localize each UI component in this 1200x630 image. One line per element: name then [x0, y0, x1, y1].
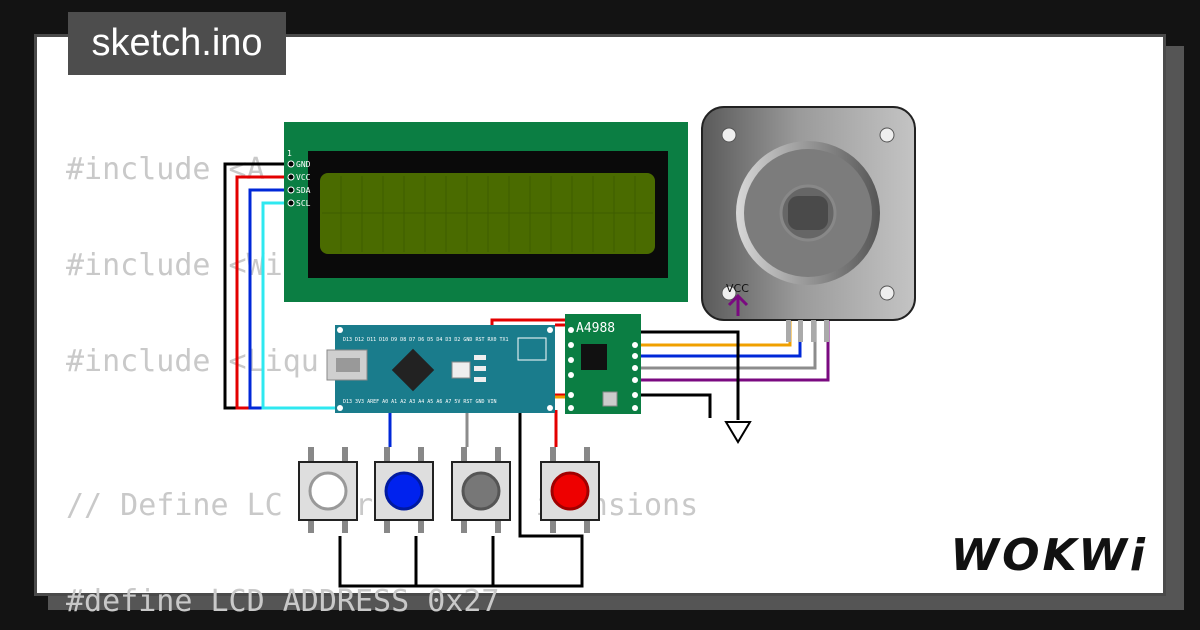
pushbutton-blue[interactable] [374, 447, 434, 533]
a4988-driver[interactable]: A4988 [565, 314, 641, 414]
motor-shaft [788, 196, 828, 230]
wokwi-logo[interactable]: WOKWi [950, 530, 1148, 581]
wire-btn-gnd-2 [414, 536, 495, 586]
pushbuttons [298, 447, 600, 533]
stepper-motor[interactable] [701, 106, 916, 342]
vcc-label: VCC [726, 282, 749, 295]
ground-triangle [724, 421, 752, 444]
arduino-nano[interactable]: D13 D12 D11 D10 D9 D8 D7 D6 D5 D4 D3 D2 … [326, 325, 555, 413]
nano-chip [391, 348, 435, 392]
lcd-pin-gnd: GND [296, 160, 311, 169]
wire-blue-coil [636, 320, 802, 358]
pushbutton-gray[interactable] [451, 447, 511, 533]
nano-bottom-pins: D13 3V3 AREF A0 A1 A2 A3 A4 A5 A6 A7 5V … [343, 399, 497, 405]
button-cap-white [308, 471, 348, 511]
driver-label: A4988 [576, 321, 615, 336]
nano-reset-button[interactable] [451, 361, 471, 379]
pushbutton-white[interactable] [298, 447, 358, 533]
driver-chip [581, 344, 607, 370]
motor-screw-tl [721, 127, 737, 143]
code-line-3: #include <Liqu [66, 344, 319, 379]
vcc-arrow [727, 293, 749, 316]
lcd-pin-marker: 1 [287, 149, 292, 158]
vcc-symbol[interactable]: VCC [726, 282, 749, 316]
button-cap-blue [384, 471, 424, 511]
motor-screw-bl [721, 285, 737, 301]
button-cap-red [550, 471, 590, 511]
button-cap-gray [461, 471, 501, 511]
lcd-pin-scl: SCL [296, 199, 311, 208]
ground-symbol[interactable] [724, 421, 752, 444]
lcd-pin-sda: SDA [296, 186, 311, 195]
lcd-display[interactable]: 1 GND VCC SDA SCL [284, 122, 688, 302]
motor-screw-tr [879, 127, 895, 143]
nano-top-pins: D13 D12 D11 D10 D9 D8 D7 D6 D5 D4 D3 D2 … [343, 337, 509, 343]
wire-scl [261, 201, 345, 410]
motor-screw-br [879, 285, 895, 301]
lcd-grid [322, 176, 653, 252]
code-line-1: #include <A [66, 152, 265, 187]
pushbutton-red[interactable] [540, 447, 600, 533]
lcd-pin-vcc: VCC [296, 173, 311, 182]
file-tab[interactable]: sketch.ino [68, 12, 286, 75]
nano-usb-inner [336, 358, 360, 372]
wire-btn-gnd [338, 405, 584, 588]
driver-potentiometer [602, 391, 618, 407]
wire-ground-symbol [636, 330, 740, 420]
code-line-5: #define LCD ADDRESS 0x27 [66, 584, 500, 619]
